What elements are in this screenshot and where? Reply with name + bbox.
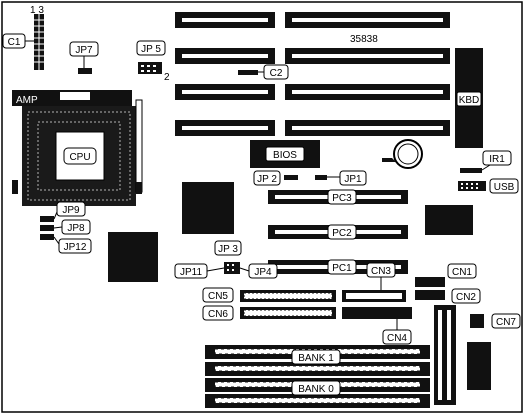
bios-label: BIOS [273, 150, 297, 161]
pc2-label: PC2 [332, 228, 352, 239]
power-connector [434, 305, 456, 405]
jp5-jumper [138, 62, 162, 74]
jp12-label: JP12 [64, 242, 87, 253]
cn1-connector [415, 277, 445, 287]
jp3-label: JP 3 [218, 244, 238, 255]
amp-label: AMP [16, 95, 38, 106]
jp8-label: JP8 [67, 223, 85, 234]
jp2-label: JP 2 [257, 174, 277, 185]
chipset-chip-2 [108, 232, 158, 282]
rear-connector [467, 342, 491, 390]
c2-label: C2 [270, 68, 283, 79]
jp5-pin-label: 2 [164, 72, 170, 83]
usb-connector [458, 181, 486, 191]
chipset-chip-3 [425, 205, 473, 235]
cn4-label: CN4 [387, 333, 407, 344]
c2-connector [238, 70, 258, 75]
ir1-connector [460, 168, 482, 173]
jp7-label: JP7 [75, 45, 93, 56]
cn3-label: CN3 [371, 266, 391, 277]
pc3-label: PC3 [332, 193, 352, 204]
c1-pin-label: 1 3 [30, 5, 44, 16]
bank0-label: BANK 0 [298, 384, 334, 395]
cn7-label: CN7 [496, 317, 516, 328]
ir1-label: IR1 [489, 154, 505, 165]
cn6-label: CN6 [208, 309, 228, 320]
jp1-label: JP1 [344, 174, 362, 185]
jp9-jumper [40, 216, 54, 222]
jp12-jumper [40, 234, 54, 240]
pc1-label: PC1 [332, 263, 352, 274]
bank1-label: BANK 1 [298, 353, 334, 364]
cn1-label: CN1 [452, 267, 472, 278]
jp11-label: JP11 [180, 267, 202, 278]
cn4-connector [342, 307, 412, 319]
jp1-jumper [315, 175, 327, 180]
c1-label: C1 [8, 37, 21, 48]
board-id: 35838 [350, 34, 378, 45]
jp4-label: JP4 [254, 267, 272, 278]
jp9-label: JP9 [62, 205, 80, 216]
cpu-label: CPU [69, 152, 90, 163]
jp7-jumper [78, 68, 92, 74]
cn2-label: CN2 [456, 292, 476, 303]
jp5-label: JP 5 [141, 44, 161, 55]
cn2-connector [415, 290, 445, 300]
jp2-jumper [284, 175, 298, 180]
chipset-chip-1 [182, 182, 234, 234]
cn7-connector [470, 314, 484, 328]
kbd-label: KBD [459, 95, 480, 106]
usb-label: USB [494, 182, 515, 193]
jp3-jumper [224, 262, 240, 274]
cn5-label: CN5 [208, 291, 228, 302]
jp8-jumper [40, 225, 54, 231]
